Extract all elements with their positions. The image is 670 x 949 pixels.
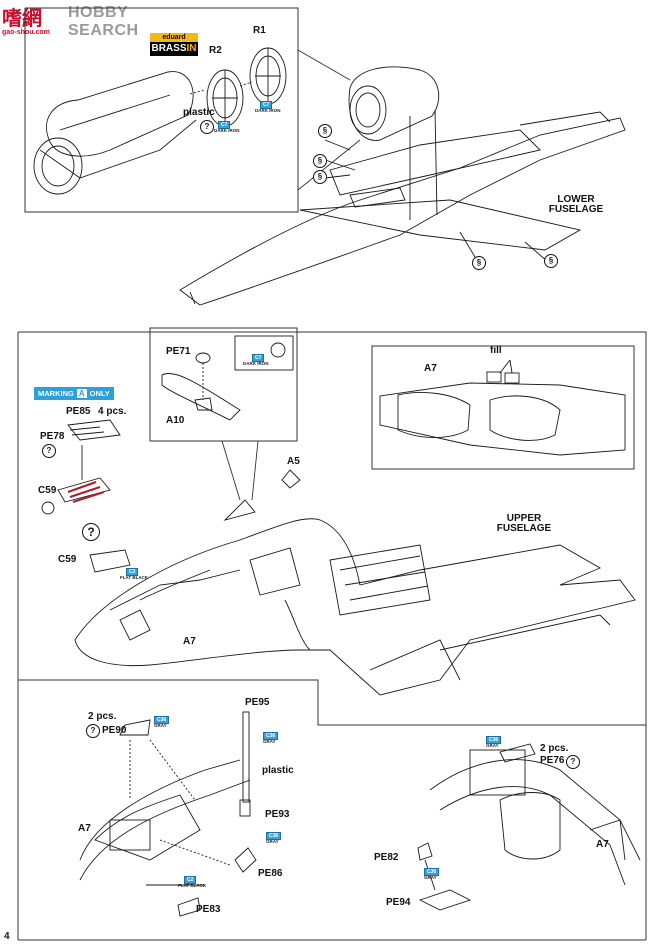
symbol-glue-4: § [472,256,486,270]
page-number: 4 [4,931,10,942]
symbol-glue-5: § [544,254,558,268]
marking-banner: MARKING A ONLY [34,387,114,400]
paint-chip-9: C36 [486,736,502,744]
upper-fuselage [74,469,636,696]
label-a7-left: A7 [78,823,91,834]
cockpit-inset [379,359,626,456]
label-pe94: PE94 [386,897,411,908]
paint-chip-5: C36 [154,716,170,724]
paint-chip-2: C7 [260,101,273,109]
label-fill: fill [490,345,502,356]
label-a10: A10 [166,415,185,426]
label-a7-inset: A7 [424,363,437,374]
symbol-bend-2: ? [42,444,56,458]
seat-belts [67,481,105,503]
label-pe71: PE71 [166,346,191,357]
paint-chip-4-caption: FLAT BLACK [120,575,149,580]
cockpit-left [79,711,257,917]
label-qty-left: 2 pcs. [88,711,117,722]
label-lower-fuselage: LOWER FUSELAGE [548,194,604,215]
brand-bottom-b: IN [186,43,197,54]
lower-fuselage [179,66,626,306]
paint-chip-7: C36 [266,832,282,840]
label-r2: R2 [209,45,222,56]
watermark-glyphs: 嗜網 [2,6,42,30]
symbol-glue-3: § [313,170,327,184]
brand-top: eduard [150,33,198,42]
symbol-bend-4: ? [566,755,580,769]
watermark: 嗜網 HOBBY SEARCH gao-shou.com [0,0,200,39]
paint-chip-10: C36 [424,868,440,876]
paint-chip-1: C7 [218,121,231,129]
paint-chip-6-caption: GRAY [263,739,276,744]
paint-chip-1-caption: DARK IRON [214,128,240,133]
label-upper-fuselage: UPPER FUSELAGE [496,513,552,534]
paint-chip-2-caption: DARK IRON [255,108,281,113]
label-pe76: PE76 [540,755,565,766]
brassin-logo: eduard BRASSIN [150,33,198,57]
symbol-glue-2: § [313,154,327,168]
label-pe83: PE83 [196,904,221,915]
seat-parts [41,419,131,573]
label-pe86: PE86 [258,868,283,879]
label-plastic-3: plastic [262,765,294,776]
marking-text-1: MARKING [38,389,74,398]
symbol-bend-1: ? [200,120,214,134]
label-pe95: PE95 [245,697,270,708]
paint-chip-3: C7 [252,354,265,362]
symbol-optional: ? [82,523,100,541]
label-pe78: PE78 [40,431,65,442]
label-pe85: PE85 [66,406,91,417]
label-r1: R1 [253,25,266,36]
paint-chip-5-caption: GRAY [154,723,167,728]
symbol-glue-1: § [318,124,332,138]
label-pe85-qty: 4 pcs. [98,406,127,417]
paint-chip-8: C2 [184,876,197,884]
nozzle-inset [33,47,287,195]
label-plastic: plastic [183,107,215,118]
watermark-url: gao-shou.com [2,29,50,36]
marking-text-2: ONLY [89,389,110,398]
paint-chip-9-caption: GRAY [486,743,499,748]
marking-letter: A [76,389,87,398]
cockpit-right [417,743,641,911]
paint-chip-7-caption: GRAY [266,839,279,844]
canopy-inset [161,335,294,501]
paint-chip-3-caption: DARK IRON [243,361,269,366]
label-a5: A5 [287,456,300,467]
brand-bottom-a: BRASS [151,43,187,54]
label-a7-right: A7 [596,839,609,850]
paint-chip-4: C2 [126,568,139,576]
symbol-bend-3: ? [86,724,100,738]
label-c59-b: C59 [58,554,77,565]
paint-chip-6: C36 [263,732,279,740]
paint-chip-10-caption: GRAY [424,875,437,880]
label-pe90: PE90 [102,725,127,736]
label-pe82: PE82 [374,852,399,863]
label-qty-right: 2 pcs. [540,743,569,754]
label-a7-main: A7 [183,636,196,647]
label-pe93: PE93 [265,809,290,820]
paint-chip-8-caption: FLAT BLACK [178,883,207,888]
panel-frames [17,7,647,941]
brand-bottom: BRASSIN [150,42,198,56]
label-c59-a: C59 [38,485,57,496]
